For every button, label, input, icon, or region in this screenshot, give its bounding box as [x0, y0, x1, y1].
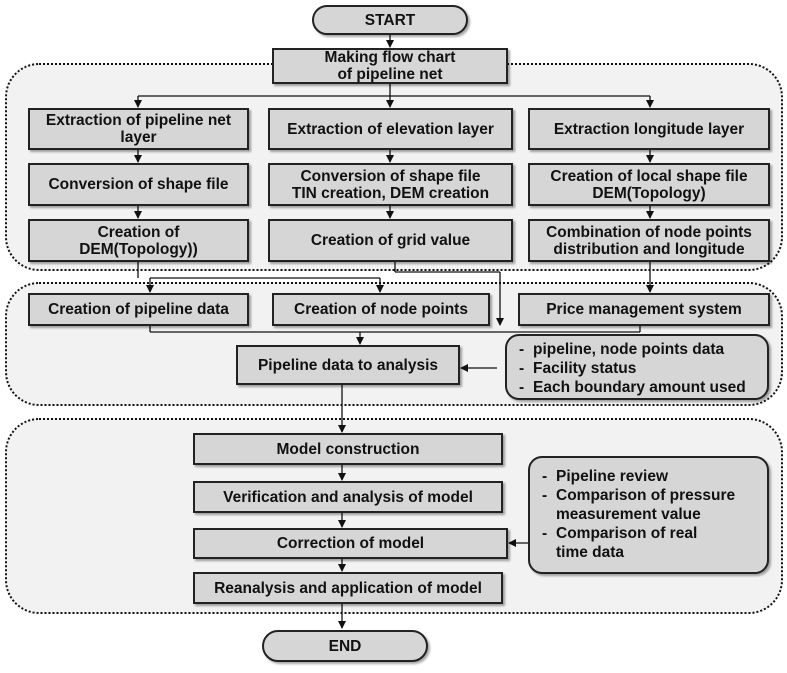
combination-node-points-box: Combination of node points distribution … — [528, 219, 770, 262]
model-review-note: Pipeline review Comparison of pressure m… — [528, 456, 769, 574]
reanalysis-application-box: Reanalysis and application of model — [193, 572, 503, 604]
correction-model-box: Correction of model — [193, 528, 508, 559]
note-item: Comparison of real time data — [542, 524, 759, 562]
extraction-longitude-layer-box: Extraction longitude layer — [528, 108, 770, 150]
price-management-system-box: Price management system — [518, 293, 770, 326]
note-item: Facility status — [519, 359, 759, 378]
conversion-tin-dem-box: Conversion of shape file TIN creation, D… — [268, 163, 513, 206]
conversion-shape-file-box: Conversion of shape file — [28, 163, 249, 206]
extraction-pipeline-layer-box: Extraction of pipeline net layer — [28, 108, 249, 150]
model-construction-box: Model construction — [193, 433, 503, 465]
creation-node-points-box: Creation of node points — [272, 293, 490, 326]
creation-dem-topology-box-1: Creation of DEM(Topology)) — [28, 219, 249, 262]
pipeline-data-analysis-box: Pipeline data to analysis — [236, 345, 460, 385]
note-item: Comparison of pressure measurement value — [542, 486, 759, 524]
extraction-elevation-layer-box: Extraction of elevation layer — [268, 108, 513, 150]
creation-grid-value-box: Creation of grid value — [268, 219, 513, 262]
flow-chart-box: Making flow chart of pipeline net — [272, 48, 508, 84]
analysis-inputs-note: pipeline, node points data Facility stat… — [505, 334, 769, 400]
start-terminal: START — [312, 5, 468, 35]
creation-pipeline-data-box: Creation of pipeline data — [28, 293, 249, 326]
note-item: Pipeline review — [542, 467, 759, 486]
note-item: pipeline, node points data — [519, 340, 759, 359]
end-terminal: END — [262, 630, 428, 662]
note-item: Each boundary amount used — [519, 378, 759, 397]
verification-analysis-box: Verification and analysis of model — [193, 481, 503, 513]
creation-local-shape-file-box: Creation of local shape file DEM(Topolog… — [528, 163, 770, 206]
